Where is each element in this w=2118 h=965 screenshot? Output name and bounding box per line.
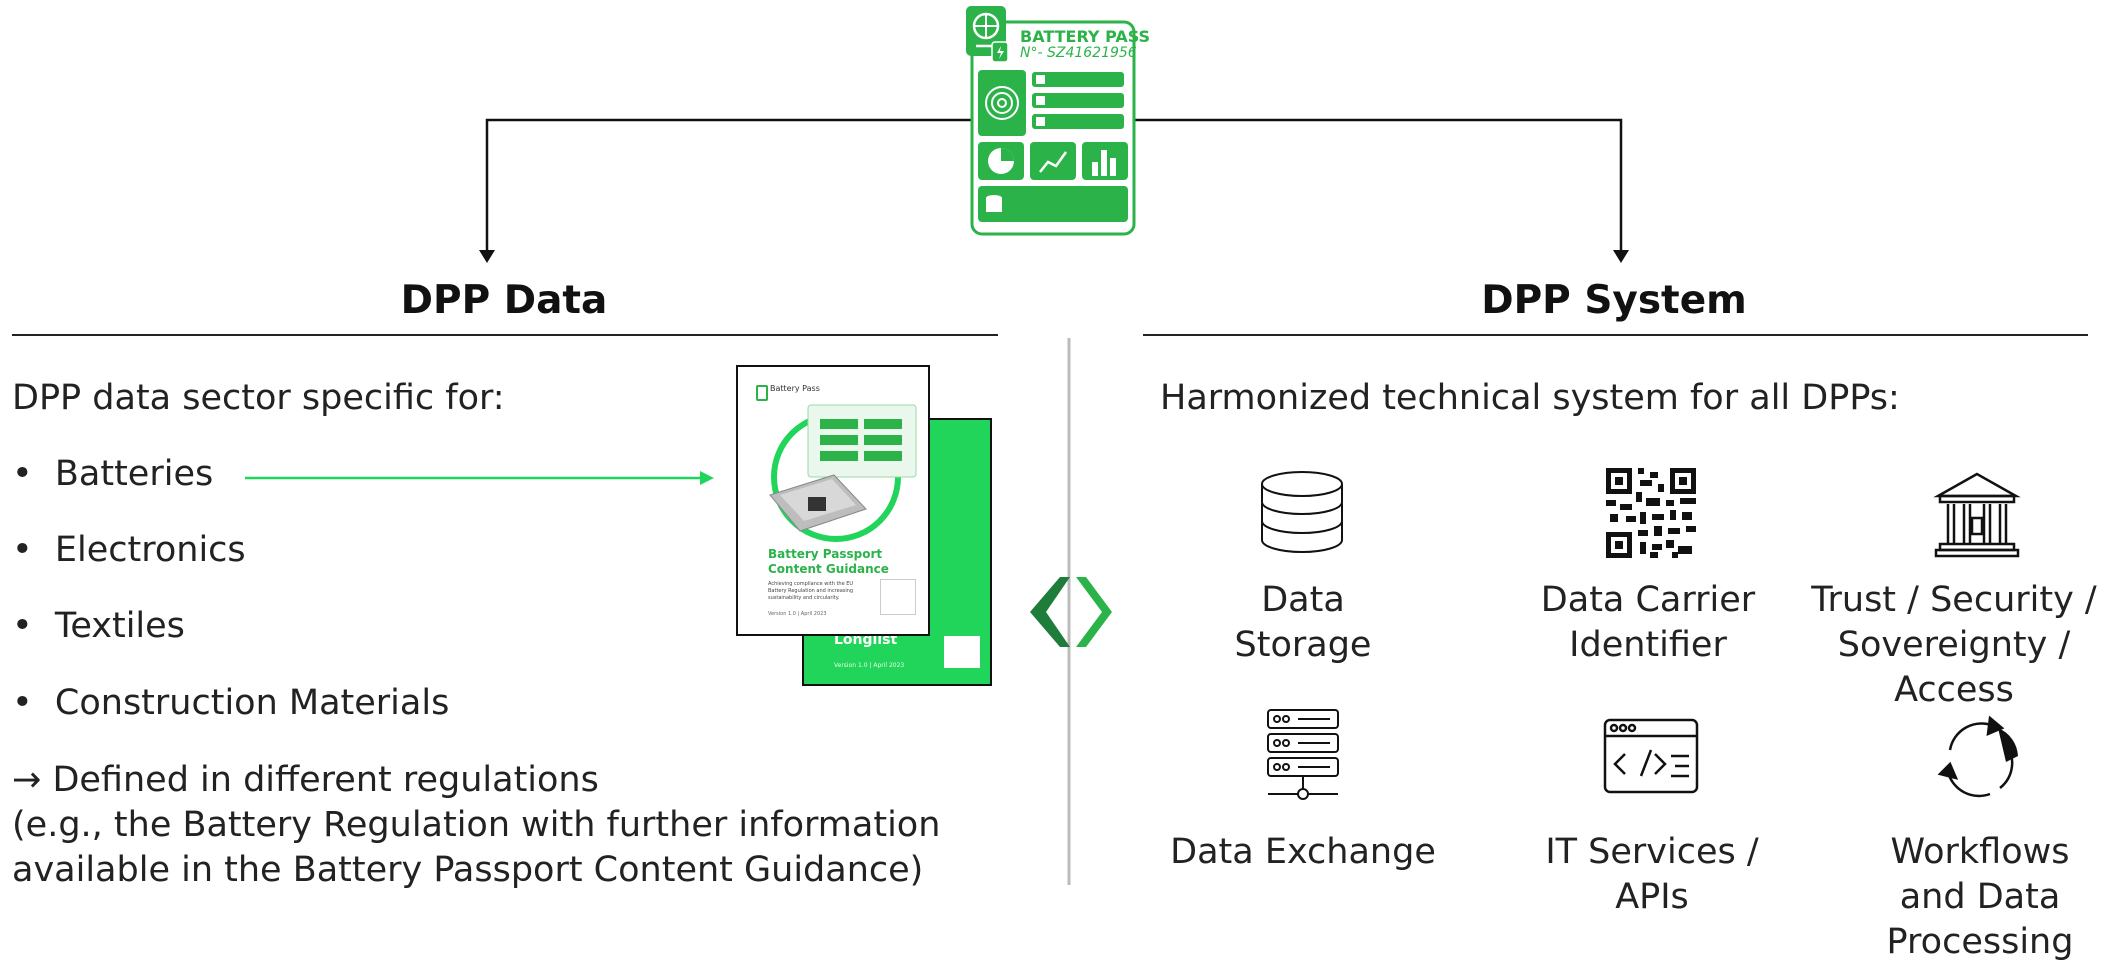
bullet-label: Electronics — [54, 530, 246, 570]
longlist-doc-title: Longlist — [834, 632, 898, 648]
bullet-dot: • — [12, 683, 55, 723]
label-line: IT Services / — [1545, 832, 1759, 872]
dpp-system-underline — [1143, 334, 2088, 336]
trust-security-label: Trust / Security / Sovereignty / Access — [1790, 578, 2118, 713]
label-line: Sovereignty / — [1837, 625, 2071, 665]
cycle-arrows-icon — [1937, 715, 2018, 798]
regulation-note-line2: (e.g., the Battery Regulation with furth… — [12, 805, 941, 845]
bullet-label: Construction Materials — [54, 683, 450, 723]
label-line: APIs — [1615, 877, 1689, 917]
label-line: Workflows — [1890, 832, 2070, 872]
label-line: Processing — [1886, 922, 2074, 962]
doc-illustration — [769, 404, 917, 542]
label-line: Data Exchange — [1170, 832, 1436, 872]
code-window-icon — [1603, 718, 1699, 794]
content-guidance-document: Battery Pass Battery Passport Content Gu… — [736, 365, 930, 636]
doc-subtitle: Achieving compliance with the EU Battery… — [768, 581, 854, 601]
regulation-note-line1: → Defined in different regulations — [12, 760, 599, 800]
bullet-dot: • — [12, 606, 55, 646]
battery-passport-icon — [964, 4, 1140, 236]
bullet-dot: • — [12, 454, 55, 494]
dpp-system-intro: Harmonized technical system for all DPPs… — [1160, 378, 1900, 418]
doc-logo-icon — [756, 385, 768, 401]
doc-brand: Battery Pass — [770, 384, 820, 393]
institution-icon — [1933, 472, 2021, 558]
batteries-arrow — [245, 471, 714, 485]
bullet-textiles: • Textiles — [12, 606, 185, 646]
dpp-data-intro: DPP data sector specific for: — [12, 378, 505, 418]
passport-title: BATTERY PASS — [1020, 27, 1151, 46]
label-line: Data — [1261, 580, 1345, 620]
data-exchange-label: Data Exchange — [1153, 830, 1453, 875]
dpp-system-heading: DPP System — [1481, 278, 1747, 323]
bullet-construction: • Construction Materials — [12, 683, 449, 723]
database-icon — [1261, 471, 1343, 553]
bullet-batteries: • Batteries — [12, 454, 213, 494]
it-services-label: IT Services / APIs — [1512, 830, 1792, 920]
doc-title: Battery Passport Content Guidance — [768, 547, 889, 576]
chevrons-logo-icon — [1030, 577, 1112, 647]
label-line: Access — [1894, 670, 2014, 710]
longlist-doc-version: Version 1.0 | April 2023 — [834, 662, 905, 669]
server-stack-icon — [1267, 709, 1339, 800]
qr-code-icon — [1606, 468, 1696, 558]
workflows-label: Workflows and Data Processing — [1842, 830, 2118, 965]
bullet-label: Batteries — [54, 454, 214, 494]
data-carrier-label: Data Carrier Identifier — [1508, 578, 1788, 668]
doc-badge — [880, 579, 916, 615]
label-line: Storage — [1234, 625, 1372, 665]
dpp-data-underline — [12, 334, 998, 336]
bullet-label: Textiles — [54, 606, 185, 646]
doc-version: Version 1.0 | April 2023 — [768, 611, 827, 617]
label-line: and Data — [1899, 877, 2061, 917]
regulation-note-line3: available in the Battery Passport Conten… — [12, 850, 924, 890]
dpp-data-heading: DPP Data — [400, 278, 608, 323]
data-storage-label: Data Storage — [1163, 578, 1443, 668]
label-line: Trust / Security / — [1811, 580, 2097, 620]
label-line: Data Carrier — [1540, 580, 1756, 620]
bullet-dot: • — [12, 530, 55, 570]
bullet-electronics: • Electronics — [12, 530, 246, 570]
passport-number: N°- SZ41621956 — [1020, 45, 1137, 61]
label-line: Identifier — [1569, 625, 1727, 665]
longlist-doc-badge — [944, 636, 980, 668]
